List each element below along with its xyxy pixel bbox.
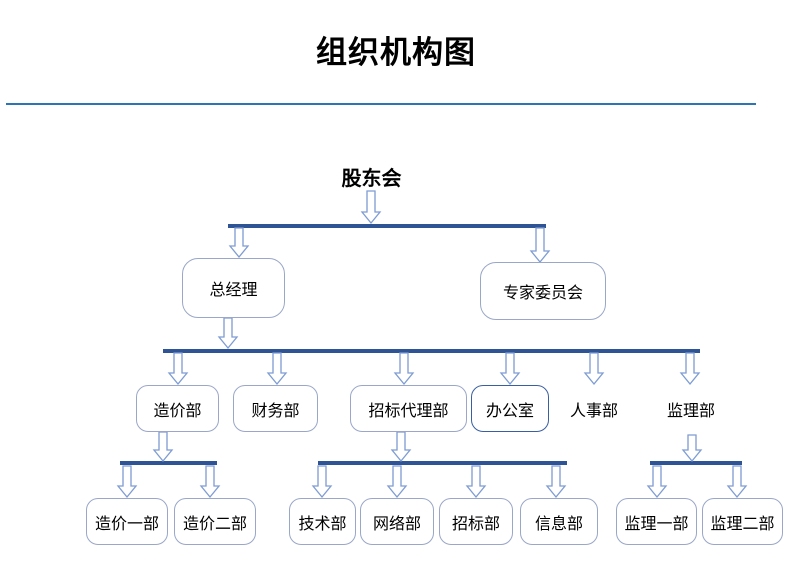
connector-arrow-icon bbox=[217, 317, 239, 350]
node-cost-dept-2: 造价二部 bbox=[174, 498, 256, 545]
connector-arrow-icon bbox=[228, 227, 250, 259]
node-supervision-dept: 监理部 bbox=[666, 400, 715, 420]
node-cost-dept-1: 造价一部 bbox=[86, 498, 168, 545]
node-bidding-agency-dept: 招标代理部 bbox=[350, 385, 467, 432]
connector-arrow-icon bbox=[393, 352, 415, 386]
node-finance-dept: 财务部 bbox=[233, 385, 318, 432]
connector-arrow-icon bbox=[583, 352, 605, 386]
connector-bar bbox=[120, 461, 217, 465]
connector-arrow-icon bbox=[681, 434, 703, 463]
connector-arrow-icon bbox=[545, 465, 567, 499]
connector-arrow-icon bbox=[116, 465, 138, 499]
connector-arrow-icon bbox=[499, 352, 521, 386]
connector-arrow-icon bbox=[386, 465, 408, 499]
connector-arrow-icon bbox=[646, 465, 668, 499]
connector-arrow-icon bbox=[679, 352, 701, 386]
node-cost-dept: 造价部 bbox=[136, 385, 219, 432]
connector-arrow-icon bbox=[390, 431, 412, 463]
node-hr-dept: 人事部 bbox=[569, 400, 618, 420]
node-shareholders-meeting: 股东会 bbox=[341, 168, 402, 190]
node-information-dept: 信息部 bbox=[520, 498, 598, 545]
connector-bar bbox=[163, 349, 700, 353]
node-general-manager: 总经理 bbox=[182, 258, 285, 318]
page-title: 组织机构图 bbox=[316, 35, 476, 70]
node-bidding-dept: 招标部 bbox=[439, 498, 513, 545]
connector-arrow-icon bbox=[726, 465, 748, 499]
connector-arrow-icon bbox=[167, 352, 189, 386]
connector-arrow-icon bbox=[529, 227, 551, 264]
connector-arrow-icon bbox=[266, 352, 288, 386]
node-expert-committee: 专家委员会 bbox=[480, 262, 606, 320]
connector-bar bbox=[650, 461, 742, 465]
title-divider bbox=[6, 103, 756, 105]
connector-arrow-icon bbox=[465, 465, 487, 499]
connector-bar bbox=[318, 461, 567, 465]
connector-arrow-icon bbox=[360, 190, 382, 225]
node-office: 办公室 bbox=[471, 385, 549, 432]
connector-arrow-icon bbox=[152, 431, 174, 463]
node-supervision-dept-2: 监理二部 bbox=[702, 498, 783, 545]
connector-bar bbox=[228, 224, 546, 228]
node-technology-dept: 技术部 bbox=[289, 498, 356, 545]
connector-arrow-icon bbox=[311, 465, 333, 499]
node-supervision-dept-1: 监理一部 bbox=[616, 498, 697, 545]
connector-arrow-icon bbox=[199, 465, 221, 499]
node-network-dept: 网络部 bbox=[360, 498, 434, 545]
